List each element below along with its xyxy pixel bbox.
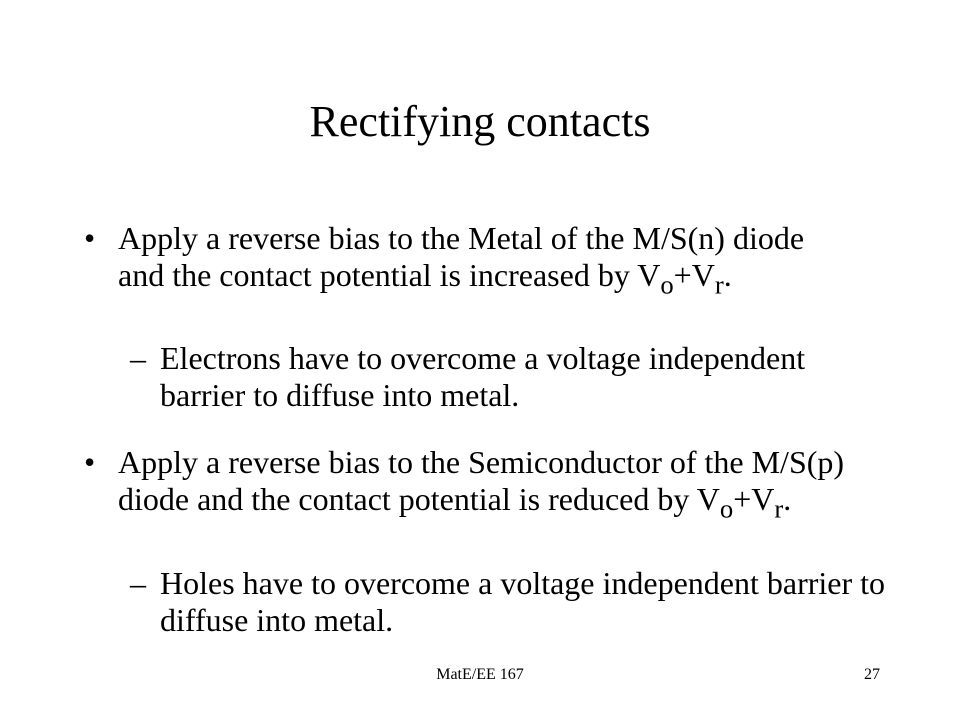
dash-marker: – [130, 340, 146, 376]
formula-subscript-o: o [719, 493, 734, 524]
bullet-text: Apply a reverse bias to the Metal of the… [118, 220, 805, 293]
formula-v: V [637, 257, 661, 293]
dash-marker: – [130, 565, 146, 601]
formula-period: . [783, 481, 792, 517]
formula-subscript-r: r [714, 269, 724, 300]
formula-subscript-r: r [774, 493, 784, 524]
sub-item-text: Electrons have to overcome a voltage ind… [160, 340, 806, 413]
formula-period: . [723, 257, 732, 293]
bullet-item-2: • Apply a reverse bias to the Semiconduc… [84, 444, 878, 527]
bullet-item-1: • Apply a reverse bias to the Metal of t… [84, 220, 858, 303]
formula-plus: + [673, 257, 692, 293]
sub-item-2: – Holes have to overcome a voltage indep… [130, 565, 900, 639]
formula-plus: + [733, 481, 752, 517]
formula-subscript-o: o [660, 269, 674, 300]
page-number: 27 [864, 666, 880, 683]
formula-v: V [691, 257, 715, 293]
bullet-marker: • [84, 444, 96, 480]
bullet-text: Apply a reverse bias to the Semiconducto… [118, 444, 845, 517]
sub-item-text: Holes have to overcome a voltage indepen… [160, 565, 886, 638]
formula-v: V [696, 481, 720, 517]
formula-v: V [751, 481, 775, 517]
footer-course: MatE/EE 167 [436, 666, 524, 683]
slide-title: Rectifying contacts [309, 97, 651, 146]
sub-item-1: – Electrons have to overcome a voltage i… [130, 340, 860, 414]
bullet-marker: • [84, 220, 96, 256]
